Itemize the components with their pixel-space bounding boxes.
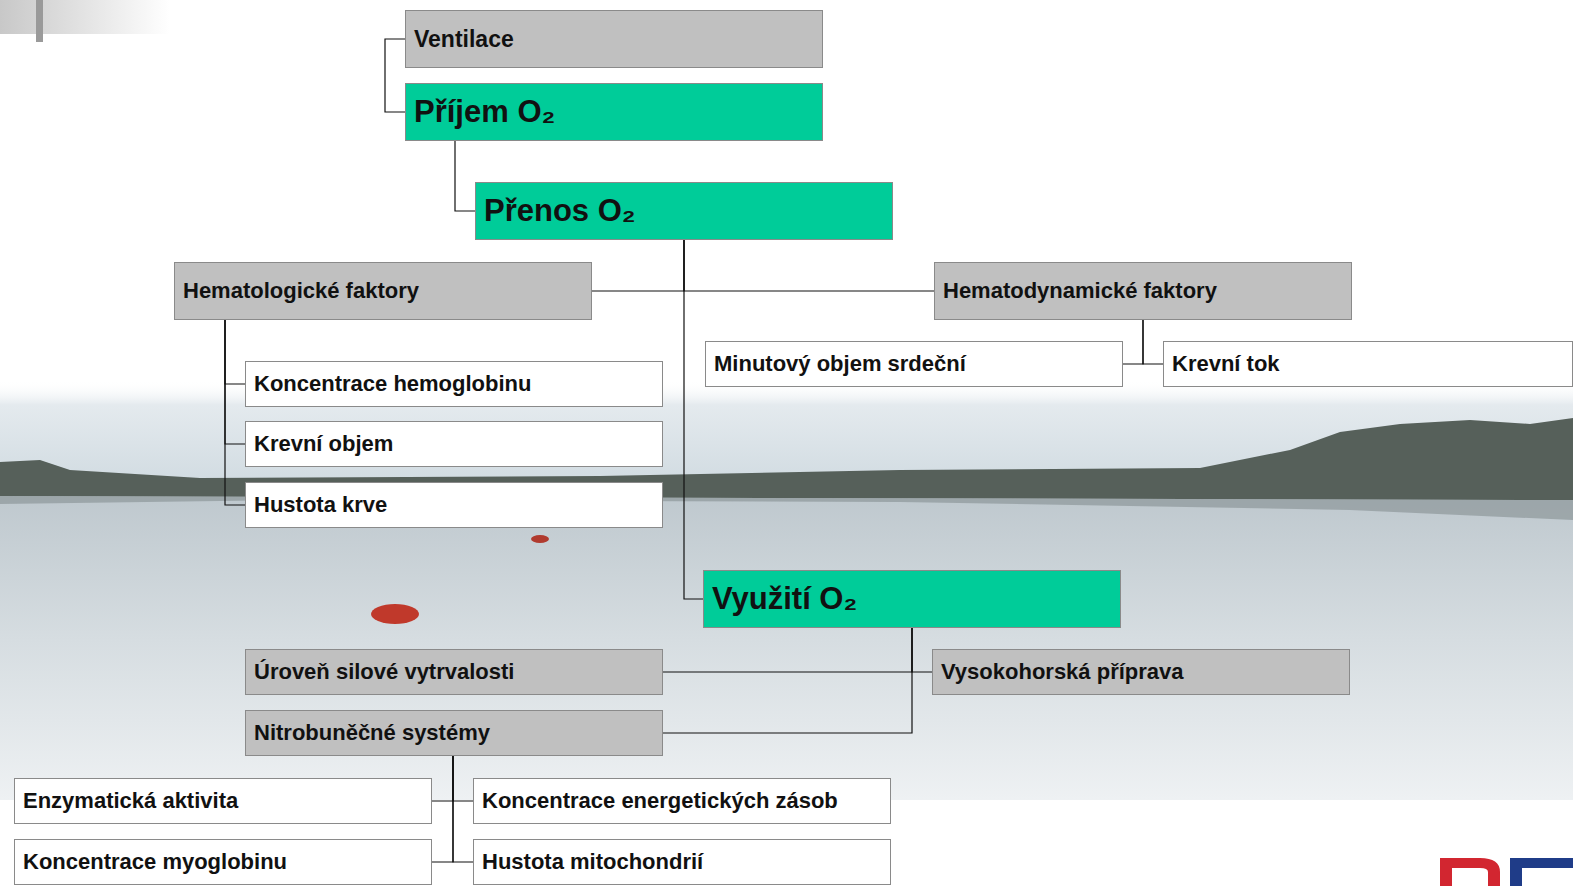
item-box: Koncentrace hemoglobinu (245, 361, 663, 407)
item-box: Hustota mitochondrií (473, 839, 891, 885)
connector (225, 320, 245, 505)
buoy (531, 535, 549, 543)
node-label: Vysokohorská příprava (941, 659, 1184, 685)
connector (225, 320, 245, 444)
node-label: Hematologické faktory (183, 278, 419, 304)
connector (912, 628, 932, 672)
connector (684, 240, 703, 599)
connector (663, 628, 912, 733)
item-box: Minutový objem srdeční (705, 341, 1123, 387)
node-label: Koncentrace myoglobinu (23, 849, 287, 875)
stage-box: Využití O₂ (703, 570, 1121, 628)
node-label: Úroveň silové vytrvalosti (254, 659, 514, 685)
connector (432, 756, 453, 862)
corner-bar (0, 0, 170, 34)
node-label: Nitrobuněčné systémy (254, 720, 490, 746)
connector (592, 240, 684, 291)
stage-box: Přenos O₂ (475, 182, 893, 240)
connector (1123, 320, 1143, 364)
factor-box: Hematologické faktory (174, 262, 592, 320)
item-box: Enzymatická aktivita (14, 778, 432, 824)
node-label: Koncentrace hemoglobinu (254, 371, 531, 397)
node-label: Využití O₂ (712, 581, 857, 617)
node-label: Krevní objem (254, 431, 393, 457)
factor-box: Nitrobuněčné systémy (245, 710, 663, 756)
node-label: Příjem O₂ (414, 94, 555, 130)
connector (225, 320, 245, 384)
node-label: Hustota krve (254, 492, 387, 518)
node-label: Ventilace (414, 26, 514, 53)
connector (385, 39, 405, 112)
factor-box: Ventilace (405, 10, 823, 68)
node-label: Minutový objem srdeční (714, 351, 966, 377)
logo (1440, 858, 1500, 886)
logo (1510, 858, 1573, 886)
node-label: Přenos O₂ (484, 193, 636, 229)
item-box: Krevní objem (245, 421, 663, 467)
node-label: Hematodynamické faktory (943, 278, 1217, 304)
item-box: Koncentrace energetických zásob (473, 778, 891, 824)
corner-mark (36, 0, 43, 42)
connector (684, 240, 934, 291)
tree-reflection (0, 496, 1573, 520)
connector (453, 756, 473, 862)
stage-box: Příjem O₂ (405, 83, 823, 141)
node-label: Hustota mitochondrií (482, 849, 703, 875)
connector (453, 756, 473, 801)
item-box: Krevní tok (1163, 341, 1573, 387)
item-box: Koncentrace myoglobinu (14, 839, 432, 885)
connector (432, 756, 453, 801)
connector (663, 628, 912, 672)
water (0, 480, 1573, 800)
node-label: Koncentrace energetických zásob (482, 788, 838, 814)
connector (1143, 320, 1163, 364)
node-label: Enzymatická aktivita (23, 788, 238, 814)
buoy (371, 604, 419, 624)
tree-line (0, 418, 1573, 500)
connector (455, 141, 475, 211)
factor-box: Hematodynamické faktory (934, 262, 1352, 320)
factor-box: Úroveň silové vytrvalosti (245, 649, 663, 695)
factor-box: Vysokohorská příprava (932, 649, 1350, 695)
node-label: Krevní tok (1172, 351, 1280, 377)
item-box: Hustota krve (245, 482, 663, 528)
